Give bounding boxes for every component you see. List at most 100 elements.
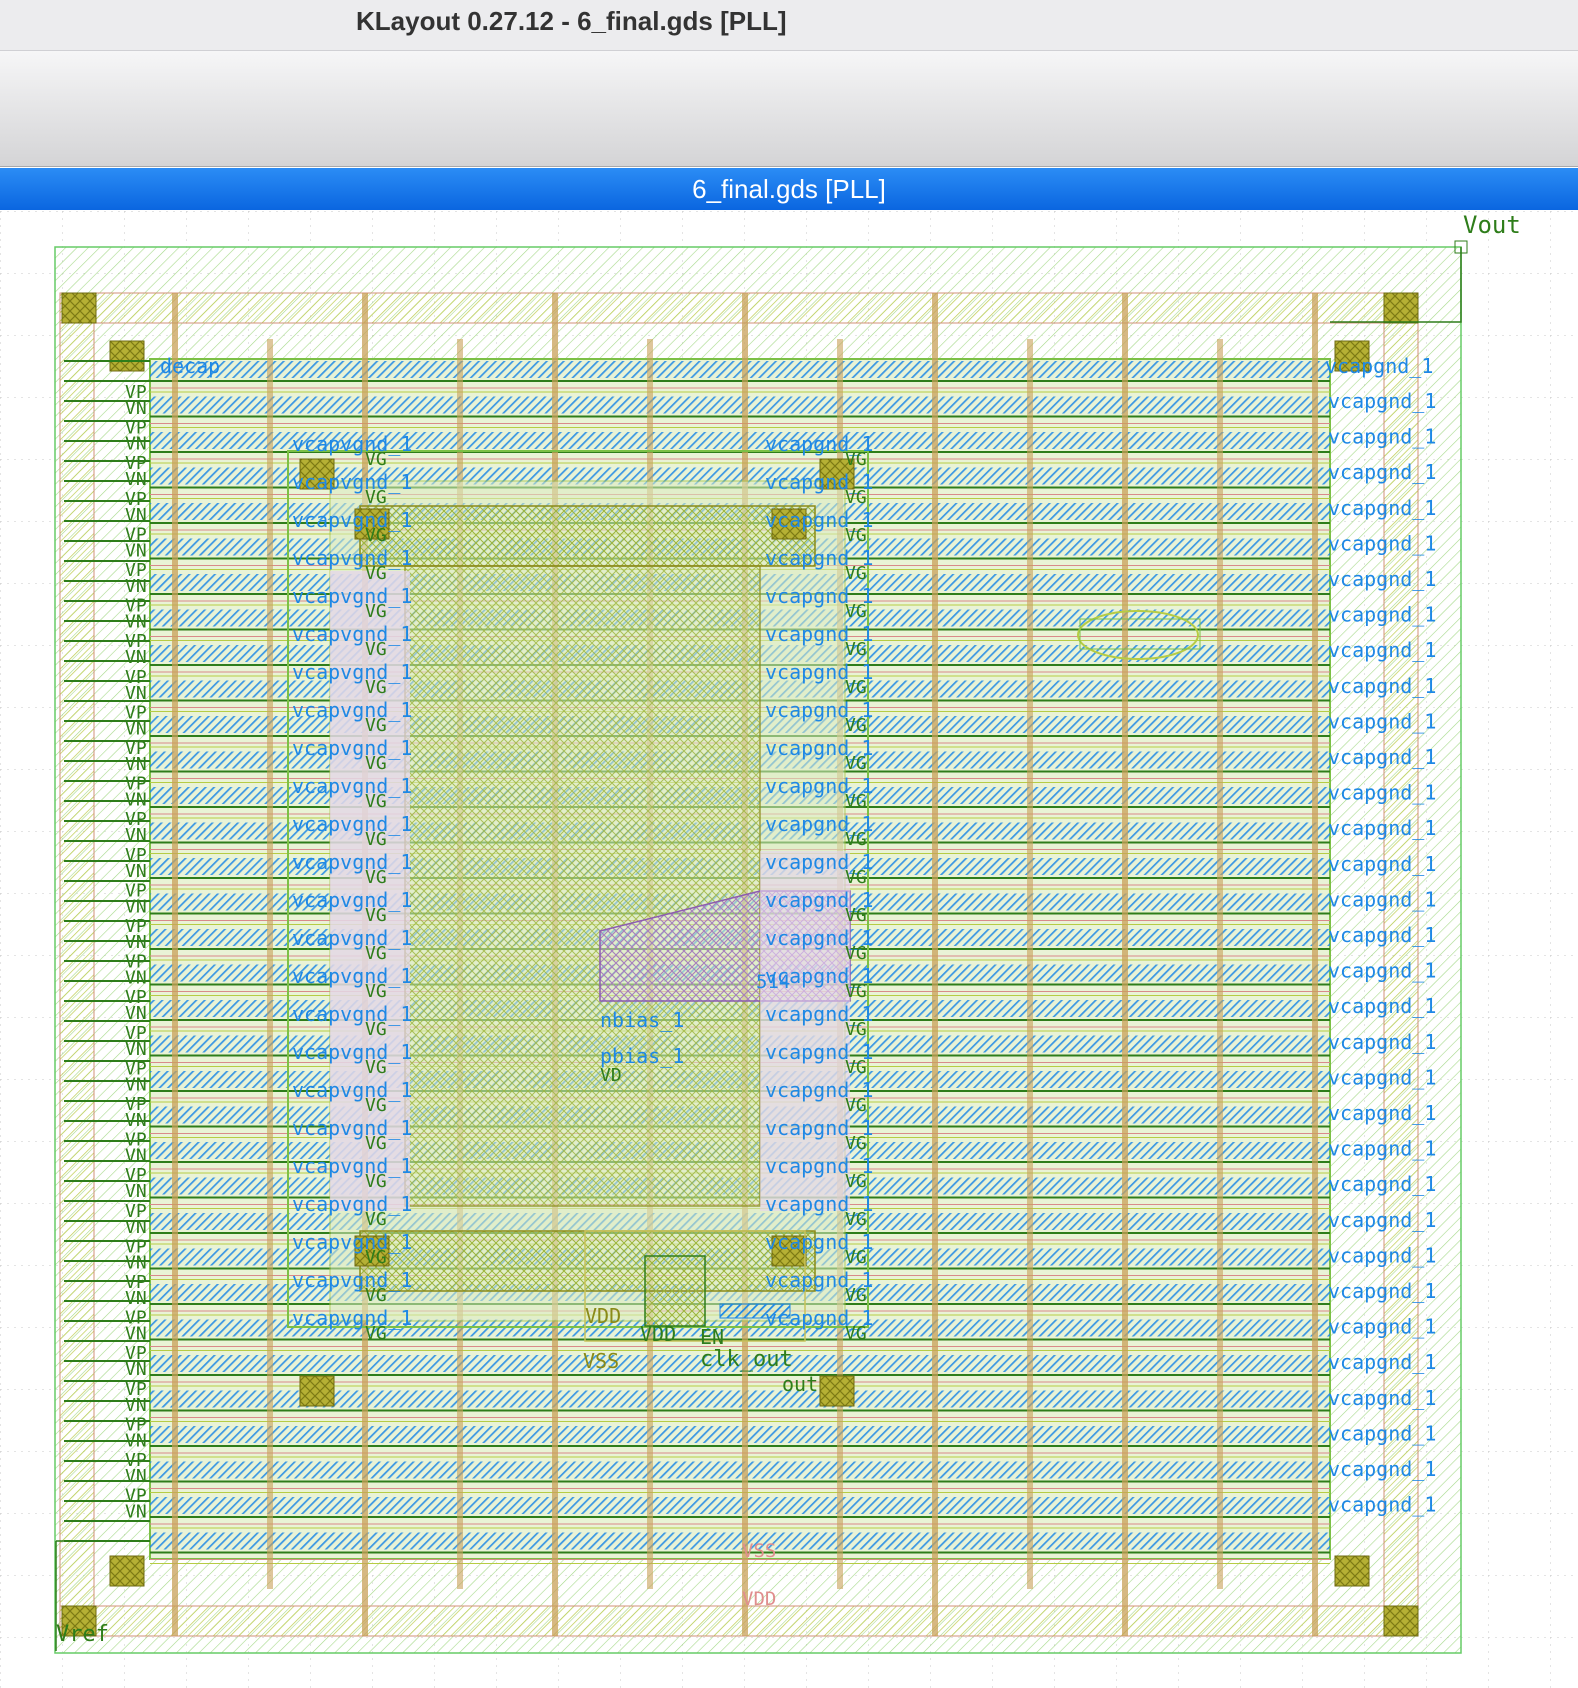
vg-tag-left: VG <box>365 791 387 812</box>
row-right-label: vcapgnd_1 <box>1328 1172 1436 1196</box>
vg-tag: VG <box>845 1057 867 1078</box>
vn-tag: VN <box>125 434 147 455</box>
vp-tag: VP <box>125 1379 147 1400</box>
vn-tag: VN <box>125 1502 147 1523</box>
vp-tag: VP <box>125 987 147 1008</box>
vg-tag: VG <box>845 563 867 584</box>
row-right-label: vcapgnd_1 <box>1328 674 1436 698</box>
vn-tag: VN <box>125 683 147 704</box>
vout-label: Vout <box>1463 211 1521 239</box>
cap-array-outline <box>287 450 869 1328</box>
cap-top-plate <box>359 505 816 567</box>
contact-square <box>819 458 855 490</box>
vp-tag: VP <box>125 809 147 830</box>
vn-tag: VN <box>125 896 147 917</box>
pad-ring <box>59 292 1419 1637</box>
contact-square <box>771 1235 807 1267</box>
inner-right-label: vcapgnd_1 <box>765 736 873 760</box>
lock-detector <box>1077 610 1199 660</box>
inner-left-label: vcapvgnd_1 <box>292 1192 412 1216</box>
row-right-label: vcapgnd_1 <box>1328 994 1436 1018</box>
vp-tag: VP <box>125 1414 147 1435</box>
vg-tag: VG <box>845 943 867 964</box>
vg-tag: VG <box>845 1323 867 1344</box>
vg-tag: VG <box>845 1171 867 1192</box>
vn-tag: VN <box>125 647 147 668</box>
vg-tag: VG <box>845 829 867 850</box>
vertical-strap-inner <box>267 339 273 1589</box>
vp-tag: VP <box>125 952 147 973</box>
vn-tag: VN <box>125 1288 147 1309</box>
row-right-label: vcapgnd_1 <box>1328 1030 1436 1054</box>
row-right-label: vcapgnd_1 <box>1328 603 1436 627</box>
inner-left-label: vcapvgnd_1 <box>292 660 412 684</box>
row-right-label: vcapgnd_1 <box>1328 1350 1436 1374</box>
row-right-label: vcapgnd_1 <box>1328 460 1436 484</box>
tab-document-label: 6_final.gds [PLL] <box>692 173 886 204</box>
inner-right-label: vcapgnd_1 <box>765 1268 873 1292</box>
vg-tag: VG <box>845 1019 867 1040</box>
inner-left-label: vcapvgnd_1 <box>292 926 412 950</box>
vg-tag-left: VG <box>365 981 387 1002</box>
inner-right-label: vcapgnd_1 <box>765 660 873 684</box>
vg-tag-left: VG <box>365 601 387 622</box>
vg-tag-left: VG <box>365 1095 387 1116</box>
contact-square <box>61 1605 97 1637</box>
inner-left-label: vcapvgnd_1 <box>292 850 412 874</box>
vp-tag: VP <box>125 845 147 866</box>
inner-right-label: vcapgnd_1 <box>765 546 873 570</box>
inner-right-label: vcapgnd_1 <box>765 698 873 722</box>
vn-tag: VN <box>125 861 147 882</box>
row-right-label: vcapgnd_1 <box>1328 1065 1436 1089</box>
row-right-label: vcapgnd_1 <box>1328 1208 1436 1232</box>
metal-row <box>150 1497 1330 1514</box>
inner-right-label: vcapgnd_1 <box>765 850 873 874</box>
inner-left-label: vcapvgnd_1 <box>292 736 412 760</box>
inner-left-label: vcapvgnd_1 <box>292 1268 412 1292</box>
vn-tag: VN <box>125 1395 147 1416</box>
vp-tag: VP <box>125 631 147 652</box>
inner-right-label: vcapgnd_1 <box>765 1116 873 1140</box>
node-514-label: 514 <box>756 971 790 993</box>
row-right-label: vcapgnd_1 <box>1328 638 1436 662</box>
vp-tag: VP <box>125 1130 147 1151</box>
metal-row <box>150 1461 1330 1479</box>
vg-tag-left: VG <box>365 1209 387 1230</box>
inner-right-label: vcapgnd_1 <box>765 1306 873 1330</box>
vg-tag-left: VG <box>365 867 387 888</box>
vp-tag: VP <box>125 418 147 439</box>
row-right-label: vcapgnd_1 <box>1328 887 1436 911</box>
cap-main <box>404 565 761 1207</box>
vn-tag: VN <box>125 505 147 526</box>
inner-left-label: vcapvgnd_1 <box>292 584 412 608</box>
row-right-label: vcapgnd_1 <box>1328 567 1436 591</box>
inner-left-label: vcapvgnd_1 <box>292 432 412 456</box>
vp-tag: VP <box>125 774 147 795</box>
vn-tag: VN <box>125 540 147 561</box>
vp-tag: VP <box>125 1165 147 1186</box>
inner-left-label: vcapvgnd_1 <box>292 1230 412 1254</box>
inner-right-label: vcapgnd_1 <box>765 1040 873 1064</box>
vg-tag: VG <box>845 449 867 470</box>
vn-tag: VN <box>125 790 147 811</box>
contact-square <box>299 458 335 490</box>
vp-tag: VP <box>125 1272 147 1293</box>
cap-left-poly <box>330 571 410 1211</box>
vp-tag: VP <box>125 738 147 759</box>
metal-row <box>150 361 1330 378</box>
contact-square <box>109 1555 145 1587</box>
vg-tag: VG <box>845 867 867 888</box>
vn-tag: VN <box>125 1466 147 1487</box>
charge-pump-block <box>584 1230 806 1342</box>
vg-tag: VG <box>845 1095 867 1116</box>
vp-tag: VP <box>125 1201 147 1222</box>
vp-tag: VP <box>125 524 147 545</box>
vp-tag: VP <box>125 489 147 510</box>
vg-tag-left: VG <box>365 715 387 736</box>
inner-right-label: vcapgnd_1 <box>765 622 873 646</box>
tab-document[interactable]: 6_final.gds [PLL] <box>0 168 1578 210</box>
inner-right-label: vcapgnd_1 <box>765 584 873 608</box>
cp-vss-label: VSS <box>583 1349 619 1373</box>
